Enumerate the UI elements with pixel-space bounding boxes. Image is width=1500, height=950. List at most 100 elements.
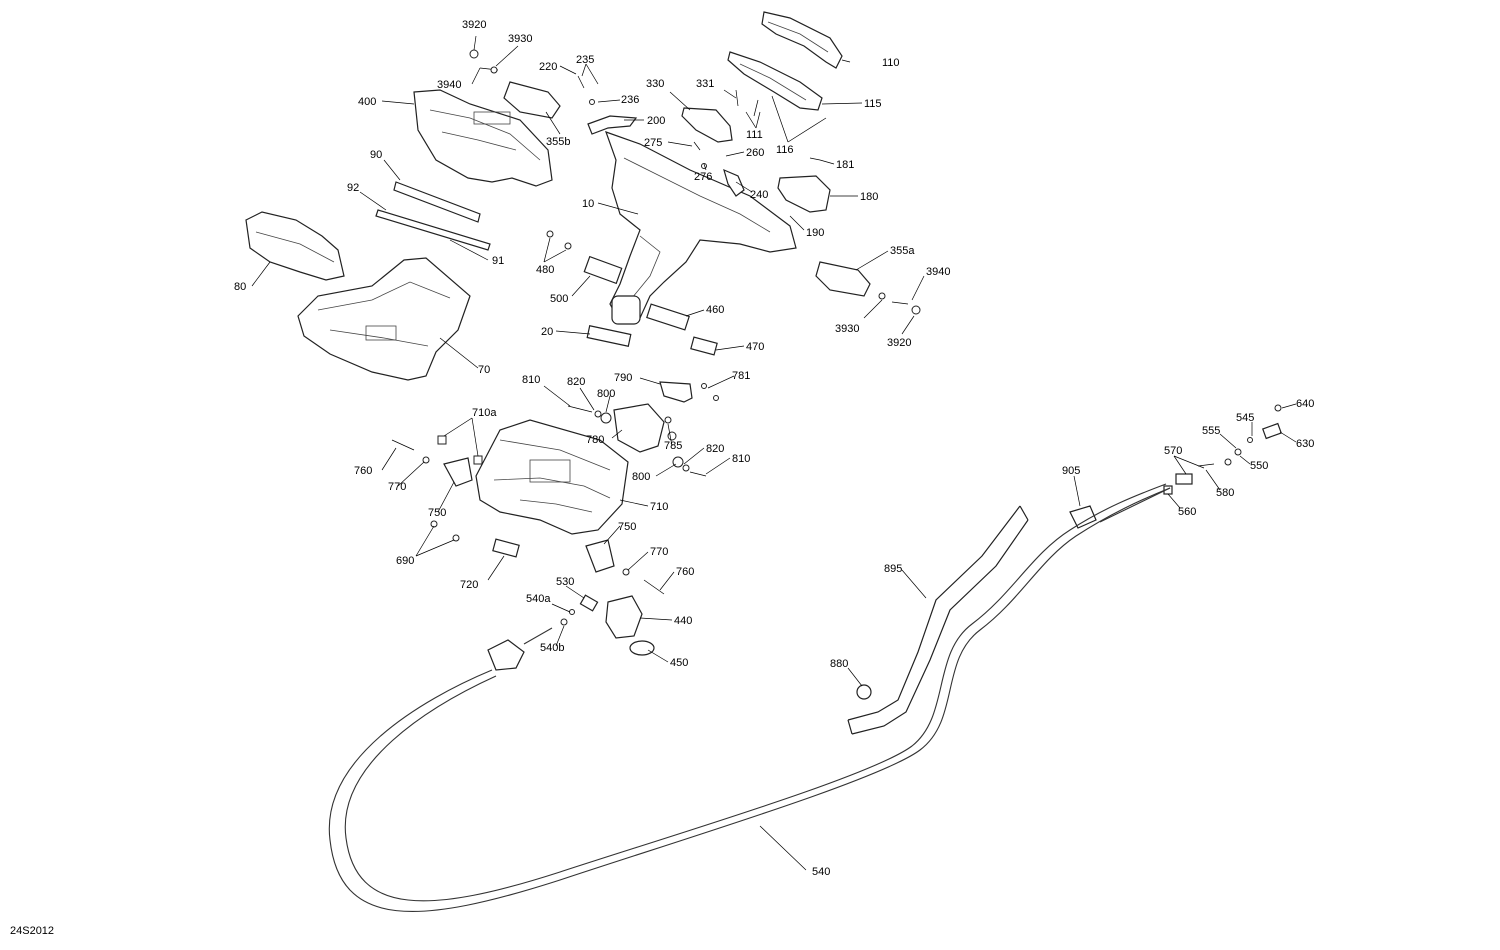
callout-label: 110 <box>882 57 900 69</box>
callout-label: 3920 <box>462 19 486 31</box>
callout-label: 800 <box>597 388 615 400</box>
part-905-boot <box>1069 505 1097 529</box>
callout-label: 276 <box>694 171 712 183</box>
callout-label: 92 <box>347 182 359 194</box>
callout-label: 781 <box>732 370 750 382</box>
part-180-cover <box>777 175 831 213</box>
callout-label: 190 <box>806 227 824 239</box>
callout-label: 470 <box>746 341 764 353</box>
callout-label: 810 <box>522 374 540 386</box>
callout-label: 710a <box>472 407 497 419</box>
callout-label: 780 <box>586 434 604 446</box>
callout-label: 116 <box>776 144 794 156</box>
callout-label: 530 <box>556 576 574 588</box>
callout-label: 260 <box>746 147 764 159</box>
part-92-strip <box>375 209 491 251</box>
callout-label: 3930 <box>835 323 859 335</box>
callout-label: 550 <box>1250 460 1268 472</box>
callout-label: 400 <box>358 96 376 108</box>
callout-label: 540a <box>526 593 551 605</box>
callout-label: 331 <box>696 78 714 90</box>
callout-label: 750 <box>618 521 636 533</box>
callout-label: 115 <box>864 98 882 110</box>
part-20-bracket <box>586 325 632 347</box>
callout-label: 440 <box>674 615 692 627</box>
callout-label: 545 <box>1236 412 1254 424</box>
callout-label: 640 <box>1296 398 1314 410</box>
part-450-ring <box>629 640 655 656</box>
callout-label: 235 <box>576 54 594 66</box>
callout-label: 240 <box>750 189 768 201</box>
callout-label: 500 <box>550 293 568 305</box>
part-500-module <box>583 255 623 285</box>
fasteners <box>391 49 1282 626</box>
callout-label: 540 <box>812 866 830 878</box>
leader-lines <box>251 35 1297 871</box>
callout-label: 450 <box>670 657 688 669</box>
callout-label: 90 <box>370 149 382 161</box>
callout-label: 181 <box>836 159 854 171</box>
callout-label: 750 <box>428 507 446 519</box>
part-200-lever <box>587 115 638 135</box>
callout-label: 3930 <box>508 33 532 45</box>
callout-label: 905 <box>1062 465 1080 477</box>
callout-label: 580 <box>1216 487 1234 499</box>
callout-label: 720 <box>460 579 478 591</box>
callout-label: 330 <box>646 78 664 90</box>
callout-label: 3940 <box>926 266 950 278</box>
callout-label: 710 <box>650 501 668 513</box>
part-780-block <box>613 403 665 453</box>
callout-label: 460 <box>706 304 724 316</box>
callout-label: 3940 <box>437 79 461 91</box>
callout-label: 570 <box>1164 445 1182 457</box>
part-880-clamp <box>856 684 872 700</box>
callout-label: 560 <box>1178 506 1196 518</box>
callout-label: 810 <box>732 453 750 465</box>
callout-label: 820 <box>567 376 585 388</box>
callout-label: 555 <box>1202 425 1220 437</box>
part-355b-grip <box>503 81 561 119</box>
part-470-sleeve <box>690 336 718 356</box>
callout-label: 630 <box>1296 438 1314 450</box>
part-10-column <box>605 131 797 323</box>
part-90-strip <box>393 181 481 223</box>
part-570-fitting <box>1175 473 1193 485</box>
callout-label: 760 <box>354 465 372 477</box>
part-750-sleeve-left <box>443 457 473 487</box>
parts-layer <box>245 11 1282 913</box>
callout-label: 10 <box>582 198 594 210</box>
diagram-reference: 24S2012 <box>10 925 54 937</box>
part-710-housing <box>475 419 629 535</box>
callout-label: 355a <box>890 245 915 257</box>
callout-labels: 3920 3930 3940 235 220 236 355b 200 400 … <box>234 19 1314 878</box>
part-80-panel <box>245 211 345 281</box>
callout-label: 800 <box>632 471 650 483</box>
callout-label: 111 <box>746 129 763 141</box>
callout-label: 760 <box>676 566 694 578</box>
part-cable-end <box>487 639 525 671</box>
part-355a-grip <box>815 261 871 297</box>
part-530-fitting <box>579 594 599 612</box>
callout-label: 880 <box>830 658 848 670</box>
part-750-sleeve-right <box>585 539 615 573</box>
part-240-lever <box>723 168 745 197</box>
callout-label: 355b <box>546 136 570 148</box>
part-895-hose <box>847 505 1021 721</box>
part-540-cable <box>328 487 1171 913</box>
callout-label: 3920 <box>887 337 911 349</box>
callout-label: 895 <box>884 563 902 575</box>
part-630-fitting <box>1262 422 1282 440</box>
callout-label: 820 <box>706 443 724 455</box>
callout-label: 690 <box>396 555 414 567</box>
callout-label: 70 <box>478 364 490 376</box>
callout-label: 770 <box>388 481 406 493</box>
callout-label: 20 <box>541 326 553 338</box>
callout-label: 770 <box>650 546 668 558</box>
callout-label: 480 <box>536 264 554 276</box>
part-790-clip <box>659 381 693 403</box>
callout-label: 785 <box>664 440 682 452</box>
callout-label: 180 <box>860 191 878 203</box>
callout-label: 200 <box>647 115 665 127</box>
callout-label: 80 <box>234 281 246 293</box>
